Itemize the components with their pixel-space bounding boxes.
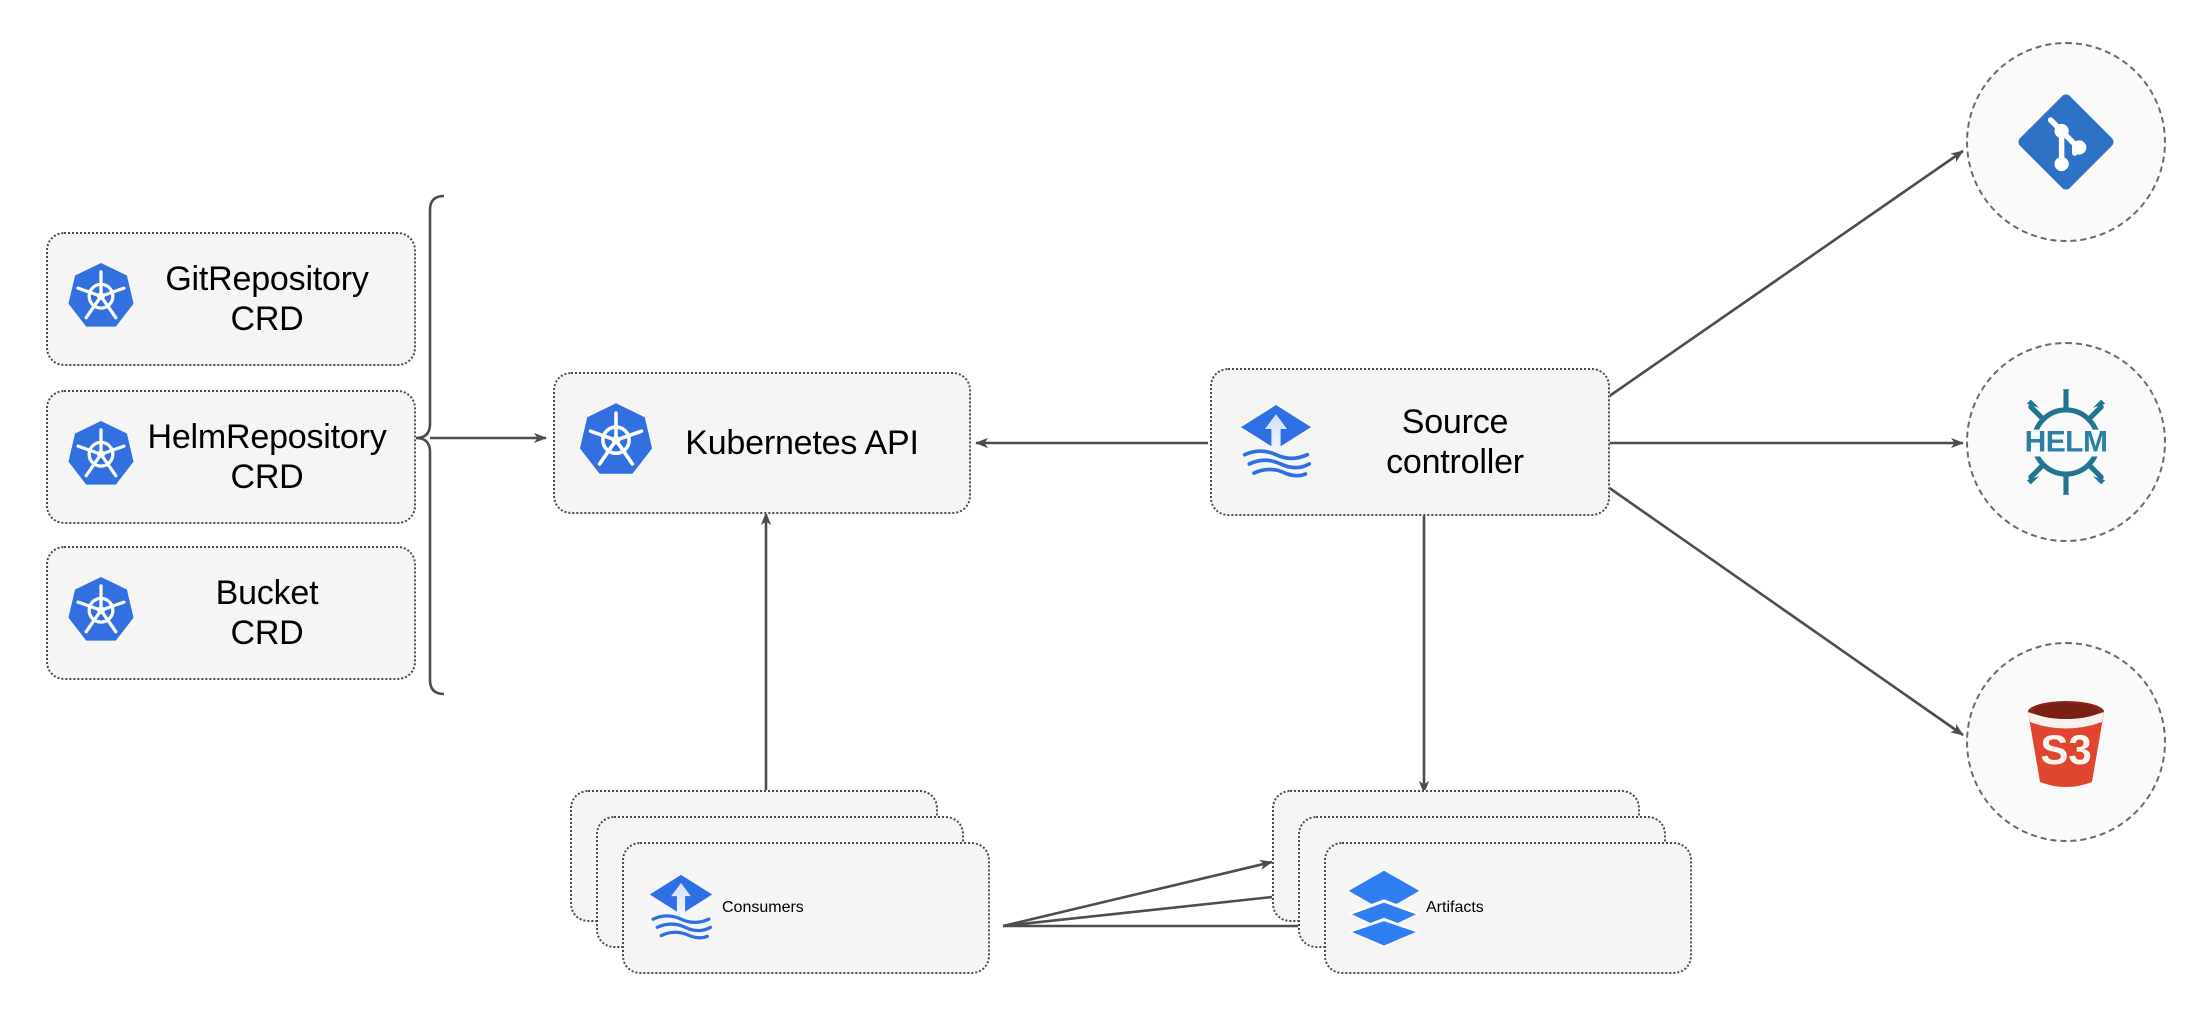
svg-text:S3: S3 (2040, 726, 2091, 773)
s3-bucket-icon: S3 (2028, 701, 2104, 787)
crd-card-label: HelmRepository CRD (147, 417, 387, 496)
crd-card-bucket[interactable]: Bucket CRD (46, 546, 416, 680)
crd-card-label: GitRepository CRD (165, 259, 369, 338)
source-controller-node[interactable]: Source controller (1210, 368, 1610, 516)
kubernetes-icon (64, 418, 138, 497)
flux-icon (1230, 394, 1322, 491)
kubernetes-icon (64, 574, 138, 653)
consumers-label: Consumers (722, 899, 804, 916)
kubernetes-icon (64, 260, 138, 339)
consumers-stack[interactable]: Consumers (570, 790, 990, 1000)
kubernetes-icon (575, 400, 657, 487)
kubernetes-api-node[interactable]: Kubernetes API (553, 372, 971, 514)
crd-card-label: Bucket CRD (215, 573, 319, 652)
connector-source-to-git (1607, 149, 1964, 399)
helm-icon: HELM (2022, 389, 2110, 495)
connector-source-to-s3 (1607, 485, 1964, 737)
consumers-card-front[interactable]: Consumers (622, 842, 990, 974)
crd-card-helmrepository[interactable]: HelmRepository CRD (46, 390, 416, 524)
artifacts-label: Artifacts (1426, 899, 1484, 916)
artifacts-card-front[interactable]: Artifacts (1324, 842, 1692, 974)
flux-icon (640, 865, 722, 952)
connector-consumers-to-artifact-back (1002, 859, 1273, 928)
crd-card-gitrepository[interactable]: GitRepository CRD (46, 232, 416, 366)
layers-icon (1342, 864, 1426, 953)
artifacts-stack[interactable]: Artifacts (1272, 790, 1692, 1000)
connector-consumers-to-artifact-mid (1002, 890, 1301, 928)
crd-group-brace (415, 194, 445, 696)
kubernetes-api-label: Kubernetes API (685, 423, 919, 462)
source-controller-label: Source controller (1386, 402, 1524, 481)
git-icon (2018, 94, 2114, 190)
external-helm-circle[interactable]: HELM (1966, 342, 2166, 542)
external-git-circle[interactable] (1966, 42, 2166, 242)
external-s3-circle[interactable]: S3 (1966, 642, 2166, 842)
svg-text:HELM: HELM (2025, 425, 2108, 458)
